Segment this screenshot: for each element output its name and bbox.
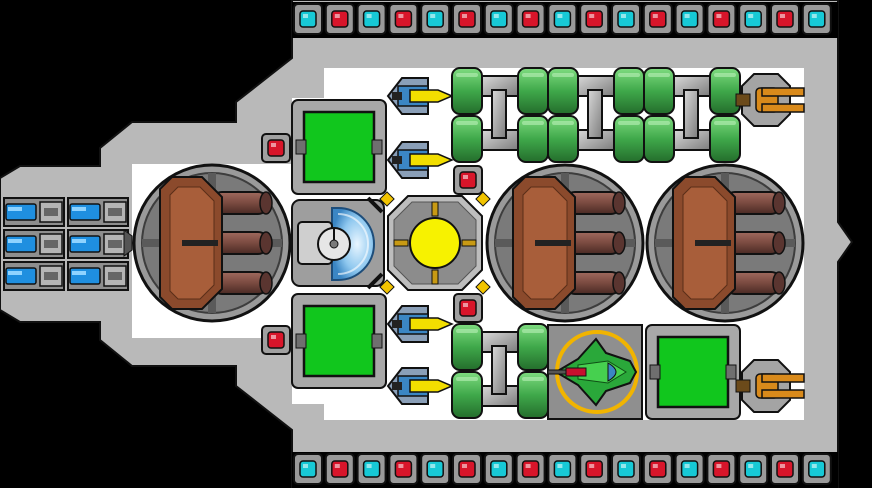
green-tank-icon [451,67,483,115]
red-light-icon [515,3,546,35]
light-strip-top [292,2,838,38]
green-tank-icon [451,115,483,163]
orange-cannon-icon [735,73,805,127]
triple-barrel-turret-icon [159,176,273,310]
grey-pipe [491,345,507,395]
engine-bank [3,197,133,291]
cyan-light-icon [293,3,323,35]
red-light-icon [452,3,482,35]
red-light-icon [388,3,419,35]
cyan-light-icon [547,3,578,35]
cyan-light-icon [738,453,769,485]
green-tank-icon [517,323,549,371]
cyan-light-icon [547,453,578,485]
green-container-icon [291,99,387,195]
red-light-icon [579,3,610,35]
red-warning-light-icon [453,165,483,195]
green-tank-icon [613,115,645,163]
green-tank-icon [709,67,741,115]
cyan-light-icon [801,453,832,485]
red-light-icon [642,3,673,35]
red-light-icon [388,453,419,485]
blue-thruster-icon [67,197,129,227]
red-warning-light-icon [261,325,291,355]
light-strip-bottom [292,452,838,488]
red-light-icon [706,3,737,35]
cyan-light-icon [420,3,451,35]
red-light-icon [770,453,800,485]
red-light-icon [324,453,355,485]
cyan-light-icon [293,453,323,485]
blue-thruster-icon [3,261,65,291]
green-container-icon [291,293,387,389]
cyan-light-icon [611,3,641,35]
grey-pipe [683,89,699,139]
yellow-missile-icon [386,367,454,405]
shield-generator[interactable] [291,199,385,287]
green-container-icon [645,324,741,420]
cyan-light-icon [483,3,514,35]
turret-rear[interactable] [645,163,805,323]
green-tank-icon [517,115,549,163]
green-tank-icon [613,67,645,115]
red-light-icon [324,3,355,35]
green-tank-icon [451,371,483,419]
connector-struts [366,196,384,290]
triple-barrel-turret-icon [512,176,626,310]
missile-launchers[interactable] [386,77,454,405]
cyan-light-icon [801,3,832,35]
side-guns[interactable] [735,73,805,413]
green-tank-icon [643,67,675,115]
storage-bays[interactable] [291,99,741,420]
red-warning-light-icon [261,133,291,163]
red-light-icon [706,453,737,485]
alarm-lights [261,133,483,355]
blue-thruster-icon [67,229,129,259]
cyan-light-icon [611,453,641,485]
green-tank-icon [547,115,579,163]
reactor-glow-icon [409,217,461,269]
cyan-light-icon [356,453,387,485]
turret-mid[interactable] [485,163,645,323]
cyan-light-icon [356,3,387,35]
green-tank-icon [643,115,675,163]
red-light-icon [515,453,546,485]
red-light-icon [579,453,610,485]
grey-pipe [491,89,507,139]
yellow-missile-icon [386,77,454,115]
cyan-light-icon [674,3,705,35]
cyan-light-icon [674,453,705,485]
triple-barrel-turret-icon [672,176,786,310]
blue-thruster-icon [3,197,65,227]
turret-front[interactable] [132,163,292,323]
grey-pipe [587,89,603,139]
cyan-light-icon [483,453,514,485]
yellow-missile-icon [386,141,454,179]
red-warning-light-icon [453,293,483,323]
yellow-missile-icon [386,305,454,343]
green-tank-icon [547,67,579,115]
red-light-icon [642,453,673,485]
blue-thruster-icon [3,229,65,259]
green-tank-icon [451,323,483,371]
hangar-fighter[interactable] [547,324,643,420]
reactor-core[interactable] [379,191,491,295]
red-light-icon [770,3,800,35]
green-tank-icon [517,371,549,419]
red-light-icon [452,453,482,485]
green-fighter-icon [547,337,638,407]
fuel-tank-array[interactable] [451,67,741,419]
orange-cannon-icon [735,359,805,413]
green-tank-icon [709,115,741,163]
green-tank-icon [517,67,549,115]
cyan-light-icon [420,453,451,485]
blue-thruster-icon [67,261,129,291]
cyan-light-icon [738,3,769,35]
